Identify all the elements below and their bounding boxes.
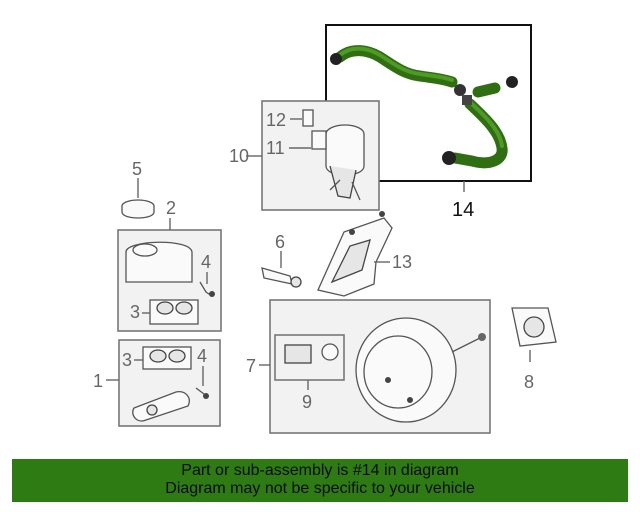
callout-11: 11	[266, 138, 285, 158]
callout-4a: 4	[201, 252, 211, 272]
callout-10: 10	[229, 146, 249, 166]
callout-6: 6	[275, 232, 285, 252]
banner-line-2: Diagram may not be specific to your vehi…	[165, 480, 475, 497]
callout-4b: 4	[197, 346, 207, 366]
reservoir-cap[interactable]	[121, 199, 155, 219]
callout-14: 14	[452, 199, 474, 221]
gasket-part[interactable]	[511, 307, 557, 347]
callout-3a: 3	[130, 302, 140, 322]
callout-5: 5	[132, 159, 142, 179]
callout-3b: 3	[122, 350, 132, 370]
sensor-part[interactable]	[261, 267, 302, 288]
callout-9: 9	[302, 392, 312, 412]
reservoir-box[interactable]	[117, 229, 222, 332]
callout-7: 7	[246, 356, 256, 376]
callout-13: 13	[392, 252, 412, 272]
banner-line-1: Part or sub-assembly is #14 in diagram	[181, 462, 459, 479]
vacuum-pump-box[interactable]	[261, 100, 380, 211]
bracket-part[interactable]	[317, 211, 393, 297]
info-banner: Part or sub-assembly is #14 in diagram D…	[12, 459, 628, 502]
brake-booster-box[interactable]	[269, 299, 491, 434]
callout-2: 2	[166, 198, 176, 218]
callout-8: 8	[524, 372, 534, 392]
callout-12: 12	[266, 110, 286, 130]
callout-1: 1	[93, 371, 103, 391]
